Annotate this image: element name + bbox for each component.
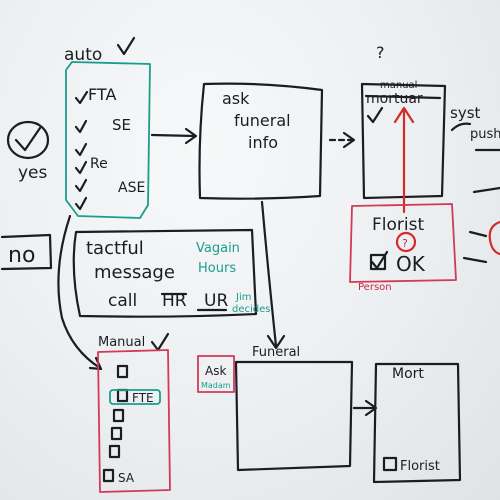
- auto-check-icon: [116, 36, 136, 56]
- mort-label: Mort: [392, 366, 424, 382]
- fte-highlight: [109, 389, 161, 405]
- arrow-stub: [462, 256, 488, 264]
- checkbox-icon: [108, 444, 121, 459]
- check-icon: [370, 250, 389, 270]
- florist-bottom-label: Florist: [400, 459, 440, 474]
- red-circle-partial: [488, 220, 500, 256]
- ask-funeral-box: [198, 82, 324, 200]
- arrow-icon: [150, 127, 198, 145]
- ask-box-label: Ask: [205, 364, 226, 378]
- ok-label: OK: [396, 252, 426, 276]
- yes-check-icon: [14, 126, 42, 152]
- arrow-stub: [472, 186, 500, 194]
- checkbox-icon: [382, 456, 398, 472]
- manual-small-label: manual: [380, 80, 417, 91]
- ask-funeral-line-2: funeral: [234, 111, 291, 130]
- decides-label: decides: [232, 304, 271, 315]
- question-mark: ?: [402, 237, 408, 250]
- yes-label: yes: [18, 163, 48, 183]
- arrow-icon: [342, 131, 356, 149]
- checkbox-icon: [116, 388, 129, 403]
- yes-circle: [6, 120, 50, 160]
- tactful-label: tactful: [86, 238, 144, 259]
- underline: [364, 94, 442, 100]
- funeral-box: [234, 360, 354, 472]
- checkbox-icon: [116, 364, 129, 379]
- check-icon: [74, 196, 88, 211]
- ask-madam-box: [197, 355, 235, 393]
- check-icon: [74, 142, 88, 157]
- system-label: syst: [450, 104, 481, 122]
- auto-label: auto: [64, 45, 102, 65]
- florist-box: [349, 203, 457, 283]
- push-label: push: [470, 127, 500, 142]
- mortuary-label: mortuar: [366, 91, 423, 107]
- checkbox-icon: [112, 408, 125, 423]
- hr-label: HR: [162, 291, 187, 311]
- no-box: [0, 233, 53, 271]
- arrow-icon: [266, 334, 286, 350]
- check-icon: [74, 90, 89, 105]
- manual-check-icon: [150, 332, 170, 352]
- auto-box: [65, 61, 151, 219]
- brace-mark: [450, 122, 472, 132]
- ask-funeral-line-1: ask: [222, 89, 250, 108]
- fte-label: FTE: [132, 391, 154, 405]
- call-label: call: [108, 291, 137, 311]
- auto-item-ase: ASE: [118, 180, 145, 196]
- manual-box: [97, 349, 171, 493]
- person-label: Person: [358, 282, 392, 293]
- ur-label: UR: [204, 291, 228, 311]
- check-icon: [74, 178, 88, 193]
- checkbox-icon: [102, 468, 115, 483]
- manual-label: Manual: [98, 335, 145, 350]
- arrow-icon: [352, 399, 378, 417]
- auto-item-fta: FTA: [88, 85, 116, 104]
- check-icon: [74, 119, 88, 134]
- mortuary-box: [360, 82, 447, 200]
- check-icon: [366, 106, 384, 124]
- mort-box: [372, 362, 462, 484]
- question-circle: [395, 231, 417, 253]
- connector-line: [260, 200, 278, 348]
- florist-label: Florist: [372, 215, 424, 235]
- tactful-message-box: [72, 228, 258, 318]
- jim-label: Jim: [235, 292, 251, 303]
- check-icon: [74, 160, 88, 175]
- no-label: no: [8, 243, 35, 268]
- curved-connector: [57, 214, 102, 370]
- madam-label: Madam: [201, 381, 231, 390]
- auto-item-se: SE: [112, 116, 131, 134]
- arrow-icon: [88, 356, 103, 371]
- auto-item-re: Re: [90, 156, 108, 172]
- ask-funeral-line-3: info: [248, 133, 278, 152]
- arrow-stub: [468, 230, 488, 238]
- funeral-label: Funeral: [252, 345, 300, 360]
- sa-label: SA: [118, 471, 135, 485]
- hours-label: Hours: [198, 261, 236, 276]
- red-up-arrow-icon: [393, 106, 415, 214]
- question-mark-top: ?: [376, 43, 385, 62]
- checkbox-icon: [110, 426, 123, 441]
- vagain-label: Vagain: [196, 241, 240, 256]
- message-label: message: [94, 262, 175, 283]
